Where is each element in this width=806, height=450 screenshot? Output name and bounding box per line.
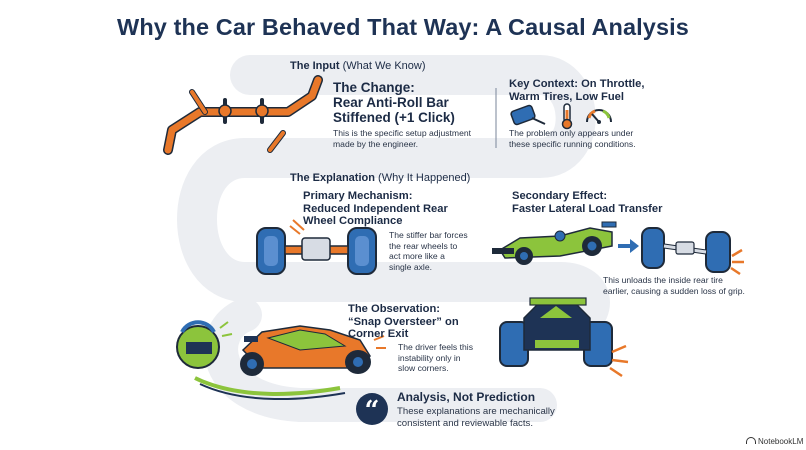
observation-body-line3: slow corners. xyxy=(398,363,449,373)
fuel-gauge-icon xyxy=(586,109,612,124)
notebooklm-brand: NotebookLM xyxy=(758,437,804,446)
primary-body-line1: The stiffer bar forces xyxy=(389,230,468,240)
change-title-line2: Rear Anti-Roll Bar xyxy=(333,95,449,110)
secondary-body-line1: This unloads the inside rear tire xyxy=(603,275,723,285)
notebooklm-logo-icon xyxy=(746,437,756,444)
observation-title-line3: Corner Exit xyxy=(348,328,409,340)
svg-text:“: “ xyxy=(365,396,380,426)
arrow-right-icon xyxy=(618,239,639,253)
input-heading-rest: (What We Know) xyxy=(342,60,426,72)
flow-band-lower xyxy=(204,298,557,422)
notebooklm-badge: NotebookLM xyxy=(746,437,803,446)
race-car-icon xyxy=(492,221,617,265)
observation-title-line2: “Snap Oversteer” on xyxy=(348,315,459,328)
primary-body: The stiffer bar forces the rear wheels t… xyxy=(389,230,468,272)
conclusion-body-line2: consistent and reviewable facts. xyxy=(397,417,533,429)
primary-body-line4: single axle. xyxy=(389,261,432,272)
primary-title-line1: Primary Mechanism: xyxy=(303,190,413,202)
change-body-line1: This is the specific setup adjustment xyxy=(333,128,472,138)
input-heading-bold: The Input xyxy=(290,60,340,72)
conclusion-body-line1: These explanations are mechanically xyxy=(397,406,555,417)
change-title-line3: Stiffened (+1 Click) xyxy=(333,110,455,125)
primary-title-line2: Reduced Independent Rear xyxy=(303,202,448,215)
explanation-heading: The Explanation (Why It Happened) xyxy=(290,172,470,184)
change-body-line2: made by the engineer. xyxy=(333,138,419,149)
helmet-icon xyxy=(176,320,233,369)
page-title: Why the Car Behaved That Way: A Causal A… xyxy=(117,14,689,40)
conclusion-title: Analysis, Not Prediction xyxy=(397,390,536,404)
explanation-heading-bold: The Explanation xyxy=(290,172,375,184)
observation-title-line1: The Observation: xyxy=(348,303,441,315)
secondary-title: Secondary Effect: Faster Lateral Load Tr… xyxy=(512,190,662,215)
context-title: Key Context: On Throttle, Warm Tires, Lo… xyxy=(509,78,645,103)
context-body-line1: The problem only appears under xyxy=(509,128,634,138)
conclusion-body: These explanations are mechanically cons… xyxy=(397,406,555,429)
flow-band xyxy=(177,55,610,350)
context-title-line1: Key Context: On Throttle, xyxy=(509,78,645,90)
observation-title: The Observation: “Snap Oversteer” on Cor… xyxy=(348,303,459,341)
primary-body-line2: the rear wheels to xyxy=(389,240,458,251)
secondary-body: This unloads the inside rear tire earlie… xyxy=(603,275,745,296)
skid-swoosh xyxy=(194,376,341,396)
thermometer-icon xyxy=(561,103,573,130)
observation-body-line2: instability only in xyxy=(398,352,461,363)
change-body: This is the specific setup adjustment ma… xyxy=(333,128,471,149)
primary-body-line3: act more like a xyxy=(389,251,445,261)
race-car-large-icon xyxy=(499,297,629,378)
change-title-line1: The Change: xyxy=(333,80,415,95)
context-title-line2: Warm Tires, Low Fuel xyxy=(509,90,625,103)
tire-icon xyxy=(510,104,546,126)
change-title: The Change: Rear Anti-Roll Bar Stiffened… xyxy=(333,80,455,125)
secondary-body-line2: earlier, causing a sudden loss of grip. xyxy=(603,285,745,296)
input-heading: The Input (What We Know) xyxy=(290,60,426,72)
context-body-line2: these specific running conditions. xyxy=(509,138,636,149)
tilted-axle-icon xyxy=(641,227,744,276)
explanation-heading-rest: (Why It Happened) xyxy=(378,172,471,184)
observation-body: The driver feels this instability only i… xyxy=(398,342,473,374)
observation-body-line1: The driver feels this xyxy=(398,342,473,352)
secondary-title-line2: Faster Lateral Load Transfer xyxy=(512,202,663,215)
context-body: The problem only appears under these spe… xyxy=(509,128,636,149)
secondary-title-line1: Secondary Effect: xyxy=(512,190,608,202)
race-car-rear-icon xyxy=(240,325,386,376)
primary-title-line3: Wheel Compliance xyxy=(303,215,403,227)
primary-title: Primary Mechanism: Reduced Independent R… xyxy=(303,190,448,228)
